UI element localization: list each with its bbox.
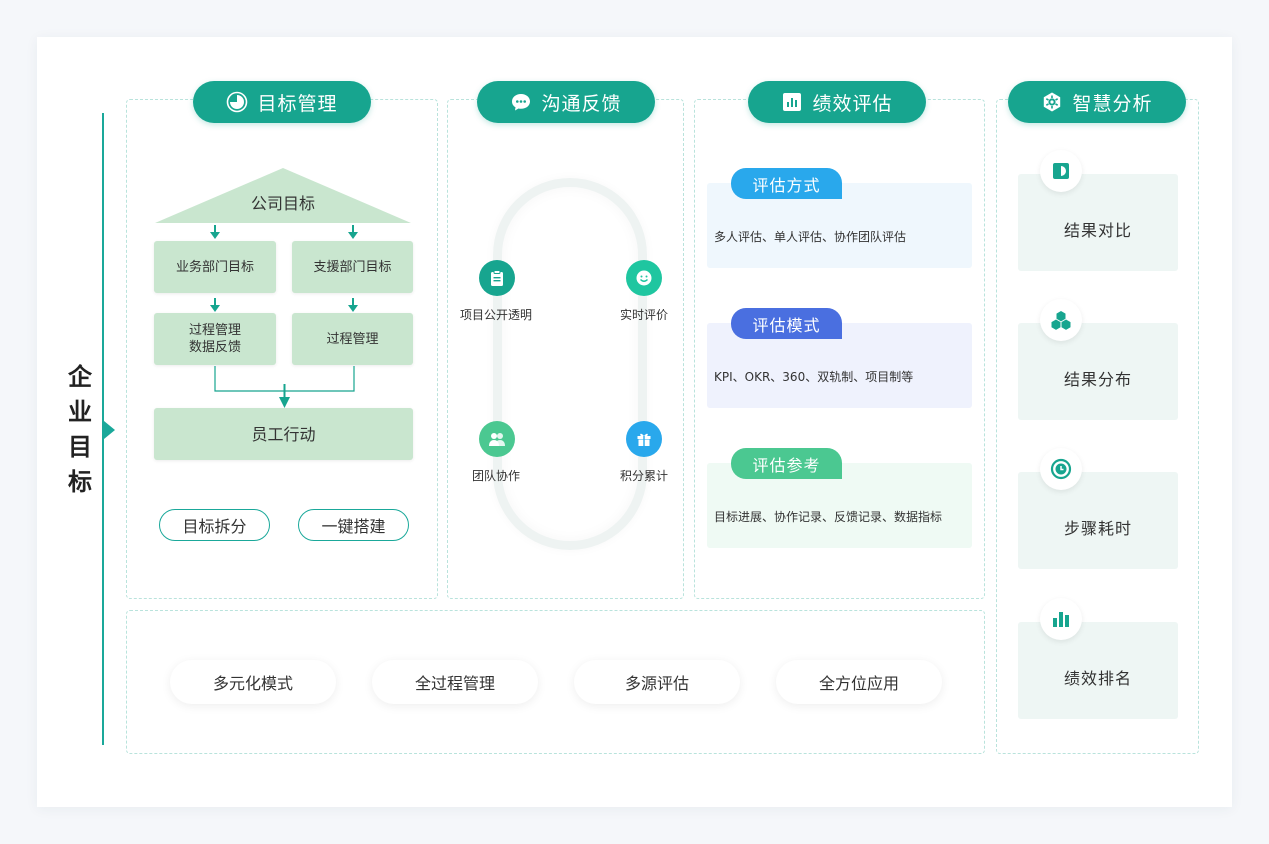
company-goal-triangle <box>155 168 411 223</box>
perf-header: 绩效评估 <box>748 81 926 123</box>
business-dept-label: 业务部门目标 <box>175 259 254 275</box>
side-label-char: 企 <box>68 363 92 391</box>
pie-chart-icon <box>226 91 248 113</box>
eval-mode-tag: 评估模式 <box>731 308 842 339</box>
team-icon <box>479 421 515 457</box>
bottom-pill-all-round: 全方位应用 <box>776 660 942 704</box>
comm-label-evaluate: 实时评价 <box>619 308 668 322</box>
eval-mode-text: KPI、OKR、360、双轨制、项目制等 <box>714 370 914 384</box>
eval-ref-tag: 评估参考 <box>731 448 842 479</box>
company-goal-label: 公司目标 <box>250 194 315 213</box>
smile-icon <box>626 260 662 296</box>
analysis-box-distribution: 结果分布 <box>1018 323 1178 420</box>
hexagon-gear-icon <box>1041 91 1063 113</box>
analysis-box-ranking: 绩效排名 <box>1018 622 1178 719</box>
analysis-label-distribution: 结果分布 <box>1063 369 1132 389</box>
arrow-down-icon <box>210 298 220 312</box>
side-label: 企业目标 <box>64 360 96 500</box>
comm-header: 沟通反馈 <box>477 81 655 123</box>
gift-icon <box>626 421 662 457</box>
comm-label-points: 积分累计 <box>619 469 668 483</box>
bottom-section <box>126 610 985 754</box>
arrow-down-icon <box>348 225 358 239</box>
employee-action-box: 员工行动 <box>154 408 413 460</box>
process-data-box: 过程管理 数据反馈 <box>154 313 276 365</box>
analysis-box-compare: 结果对比 <box>1018 174 1178 271</box>
goal-split-button[interactable]: 目标拆分 <box>159 509 270 541</box>
goal-split-label: 目标拆分 <box>182 517 247 536</box>
perf-header-label: 绩效评估 <box>812 92 893 115</box>
compare-icon <box>1040 150 1082 192</box>
analysis-label-ranking: 绩效排名 <box>1063 668 1132 688</box>
support-dept-box: 支援部门目标 <box>292 241 413 293</box>
business-dept-box: 业务部门目标 <box>154 241 276 293</box>
chat-bubble-icon <box>510 91 532 113</box>
side-label-char: 业 <box>68 398 92 426</box>
process-label: 过程管理 <box>326 331 379 347</box>
bottom-pill-full-process: 全过程管理 <box>372 660 538 704</box>
goal-header: 目标管理 <box>193 81 371 123</box>
side-label-char: 目 <box>68 433 92 461</box>
comm-header-label: 沟通反馈 <box>541 92 622 115</box>
quick-build-button[interactable]: 一键搭建 <box>298 509 409 541</box>
comm-label-team: 团队协作 <box>471 469 520 483</box>
goal-header-label: 目标管理 <box>257 92 338 115</box>
arrow-down-icon <box>348 298 358 312</box>
analysis-header-label: 智慧分析 <box>1072 92 1153 115</box>
arrow-down-icon <box>210 225 220 239</box>
analysis-header: 智慧分析 <box>1008 81 1186 123</box>
analysis-label-time: 步骤耗时 <box>1063 518 1132 538</box>
analysis-label-compare: 结果对比 <box>1063 220 1132 240</box>
vertical-line <box>102 113 104 745</box>
support-dept-label: 支援部门目标 <box>313 259 392 275</box>
clipboard-icon <box>479 260 515 296</box>
distribution-icon <box>1040 299 1082 341</box>
bottom-pill-diverse-modes: 多元化模式 <box>170 660 336 704</box>
eval-method-tag: 评估方式 <box>731 168 842 199</box>
vertical-arrow-icon <box>104 421 115 439</box>
employee-action-label: 员工行动 <box>251 424 316 444</box>
eval-method-text: 多人评估、单人评估、协作团队评估 <box>714 230 907 244</box>
clock-icon <box>1040 448 1082 490</box>
merge-connector <box>214 366 355 408</box>
process-box: 过程管理 <box>292 313 413 365</box>
eval-ref-text: 目标进展、协作记录、反馈记录、数据指标 <box>714 510 943 524</box>
bottom-pill-multi-source: 多源评估 <box>574 660 740 704</box>
bar-chart-icon <box>781 91 803 113</box>
process-data-label: 过程管理 数据反馈 <box>188 323 241 355</box>
side-label-char: 标 <box>68 468 92 496</box>
feedback-loop-ring <box>493 178 647 550</box>
analysis-box-time: 步骤耗时 <box>1018 472 1178 569</box>
quick-build-label: 一键搭建 <box>321 517 386 536</box>
ranking-icon <box>1040 598 1082 640</box>
comm-label-transparent: 项目公开透明 <box>459 308 532 322</box>
